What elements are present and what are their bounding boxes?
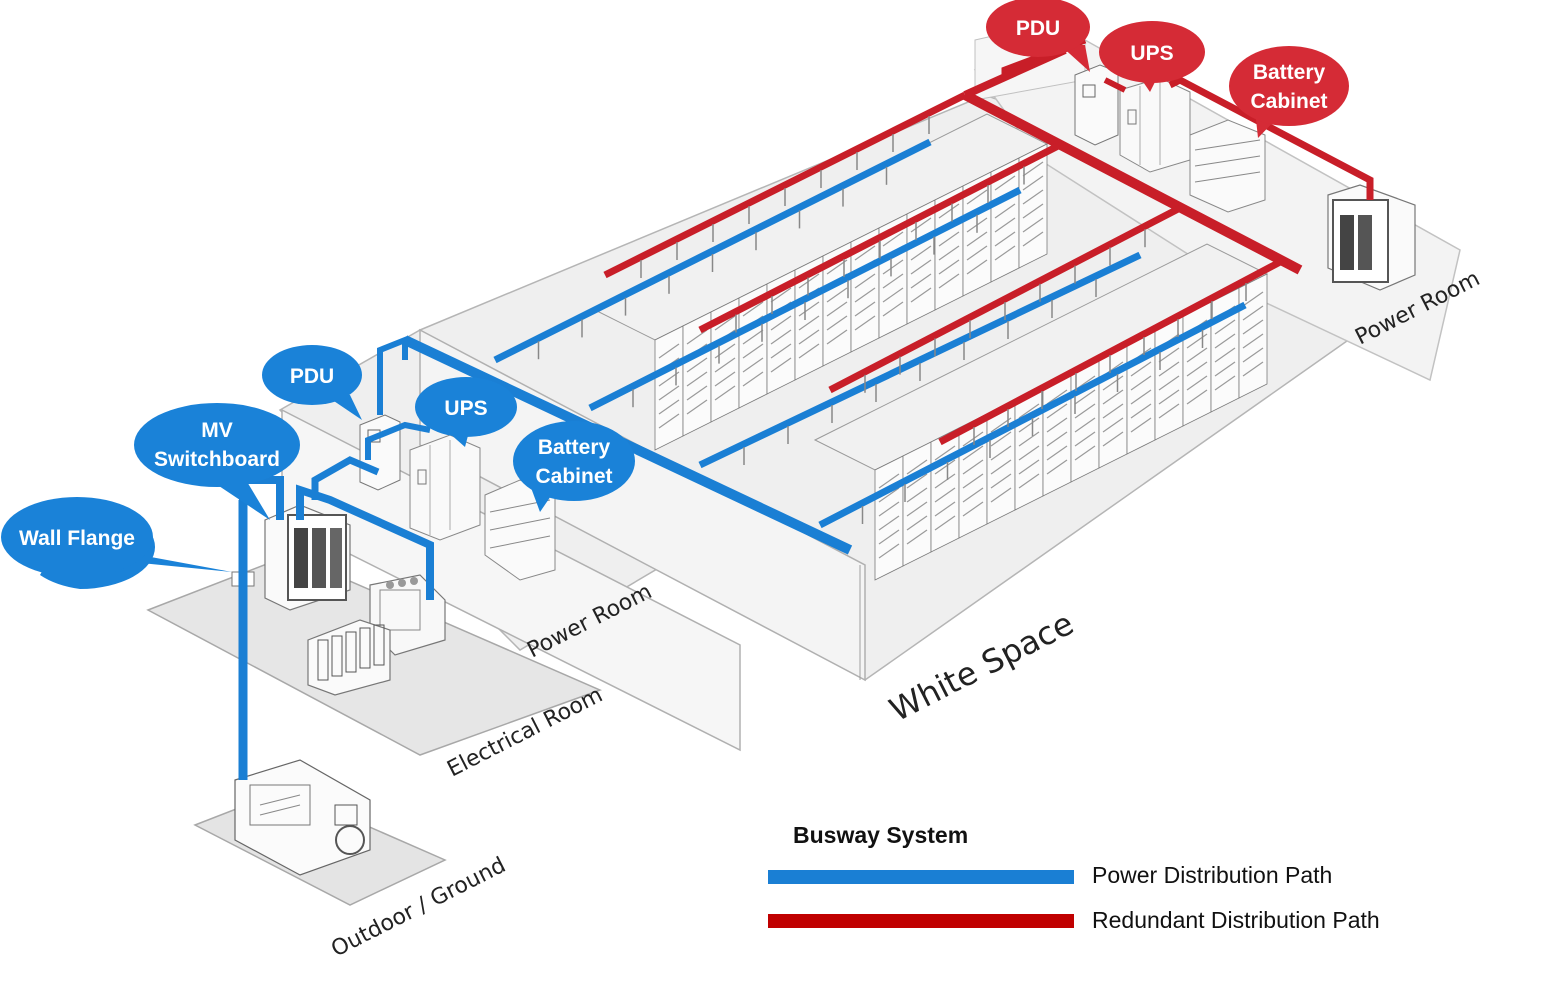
mv-callout-line2: Switchboard xyxy=(154,448,280,471)
ups-right-callout: UPS xyxy=(1099,21,1205,92)
right-battery-cabinet-rack xyxy=(1189,119,1266,213)
power-callouts: Wall Flange MV Switchboard PDU UPS Batte… xyxy=(1,345,635,589)
battery-left-callout: Battery Cabinet xyxy=(513,421,635,512)
busway-redundant-branch xyxy=(828,204,1182,394)
server-racks xyxy=(593,113,1269,581)
ups-left-callout-text: UPS xyxy=(444,397,487,420)
busway-pdu-to-ups xyxy=(365,421,431,460)
busway-pdu-riser xyxy=(377,335,408,415)
battery-right-callout-line2: Cabinet xyxy=(1250,90,1327,113)
legend: Busway System Power Distribution Path Re… xyxy=(768,822,1380,933)
legend-redundant-swatch xyxy=(768,914,1074,928)
wall-flange-callout-text: Wall Flange xyxy=(19,527,135,550)
legend-power-label: Power Distribution Path xyxy=(1092,862,1332,888)
ups-left-callout: UPS xyxy=(415,377,517,447)
battery-left-callout-line1: Battery xyxy=(538,436,611,459)
busway-power-branch xyxy=(493,138,932,364)
battery-right-callout-line1: Battery xyxy=(1253,61,1326,84)
ups-right-callout-text: UPS xyxy=(1130,42,1173,65)
busway-red-feeder xyxy=(963,46,1067,99)
busway-redundant-branch xyxy=(938,258,1282,446)
pdu-left-callout: PDU xyxy=(262,345,362,420)
busway-red-pdu-to-ups xyxy=(1103,77,1127,93)
wall-flange-callout: Wall Flange xyxy=(1,497,232,589)
right-ups-cabinets xyxy=(1119,77,1191,173)
pdu-left-callout-text: PDU xyxy=(290,365,334,388)
battery-right-callout: Battery Cabinet xyxy=(1229,46,1349,138)
battery-left-callout-line2: Cabinet xyxy=(535,465,612,488)
busway-power-branch xyxy=(818,301,1247,529)
busway-redundant-branch xyxy=(698,141,1062,334)
equipment xyxy=(231,64,1416,876)
mv-switchboard-callout: MV Switchboard xyxy=(134,403,300,520)
busway-red-ups-to-switchboard xyxy=(1168,76,1374,200)
busway-power-branch xyxy=(698,251,1142,469)
right-pdu-cabinet xyxy=(1074,64,1119,146)
mv-switchboard-cabinet xyxy=(264,504,351,611)
pdu-right-callout-text: PDU xyxy=(1016,17,1060,40)
busway-power-branch xyxy=(588,186,1022,412)
mv-callout-line1: MV xyxy=(201,419,233,442)
redundant-callouts: PDU UPS Battery Cabinet xyxy=(986,0,1349,138)
legend-power-swatch xyxy=(768,870,1074,884)
busway-mv-to-transformer xyxy=(296,484,434,600)
legend-redundant-label: Redundant Distribution Path xyxy=(1092,907,1380,933)
right-switchboard-cabinet xyxy=(1327,184,1416,291)
generator xyxy=(234,759,371,876)
pdu-right-callout: PDU xyxy=(986,0,1090,72)
busway-mv-to-pdu xyxy=(311,456,380,500)
rack-row-lower xyxy=(813,243,1269,581)
busway-red-main-trunk xyxy=(962,90,1303,275)
left-ups-cabinets xyxy=(409,434,481,541)
busway-redundant-branch xyxy=(603,91,967,279)
legend-title: Busway System xyxy=(793,822,968,848)
busway-paths xyxy=(238,36,1374,780)
rack-row-upper xyxy=(593,113,1049,451)
switchgear xyxy=(307,619,391,696)
